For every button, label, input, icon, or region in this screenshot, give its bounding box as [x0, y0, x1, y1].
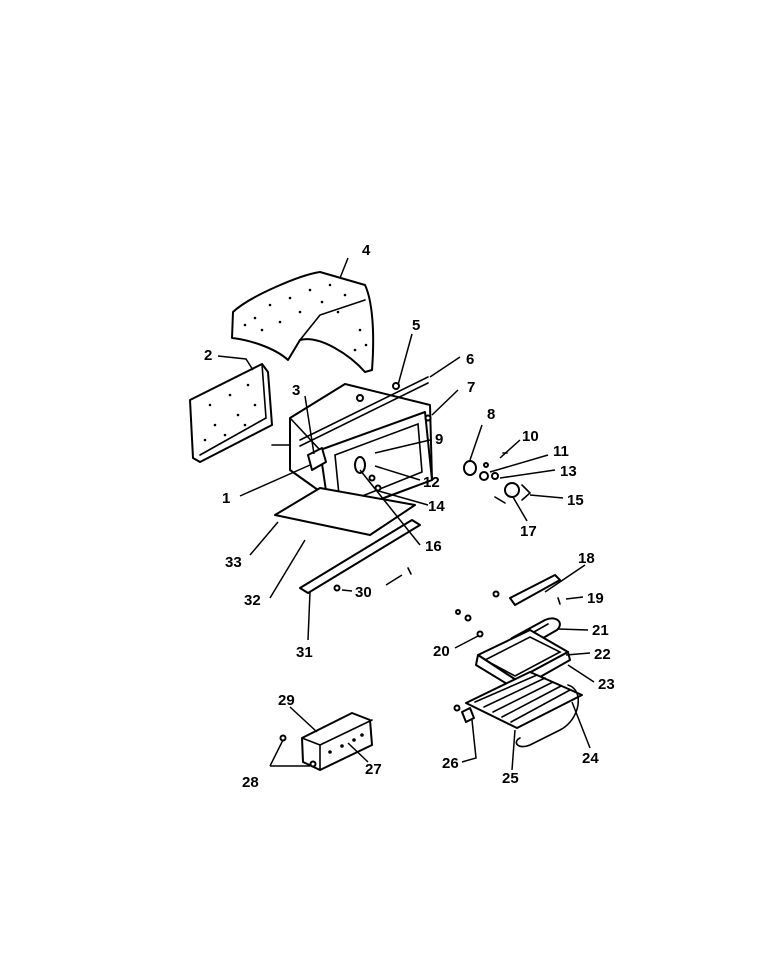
- screw-part-20: [476, 630, 484, 638]
- fastener-part-7: [424, 414, 432, 422]
- callout-20: 20: [433, 643, 450, 660]
- insulation-side-part: [189, 363, 273, 463]
- callout-30: 30: [355, 584, 372, 601]
- callout-3: 3: [292, 382, 300, 399]
- screw-part-28: [279, 734, 287, 742]
- callout-4: 4: [362, 242, 371, 259]
- terminal-part-26: [461, 707, 475, 723]
- callout-28: 28: [242, 774, 259, 791]
- callout-22: 22: [594, 646, 611, 663]
- callout-10: 10: [522, 428, 539, 445]
- callout-24: 24: [582, 750, 599, 767]
- callout-16: 16: [425, 538, 442, 555]
- insulation-top-part: [231, 271, 375, 373]
- callout-12: 12: [423, 474, 440, 491]
- callout-23: 23: [598, 676, 615, 693]
- broiler-grid-part: [465, 671, 583, 729]
- screw-part-30: [333, 584, 341, 592]
- callout-15: 15: [567, 492, 584, 509]
- terminal-block-part: [301, 712, 373, 771]
- callout-19: 19: [587, 590, 604, 607]
- callout-1: 1: [222, 490, 230, 507]
- callout-32: 32: [244, 592, 261, 609]
- callout-13: 13: [560, 463, 577, 480]
- callout-11: 11: [553, 443, 569, 460]
- element-terminal-part: [354, 456, 366, 474]
- callout-31: 31: [296, 644, 313, 661]
- callout-17: 17: [520, 523, 537, 540]
- callout-21: 21: [592, 622, 609, 639]
- bottom-panel-part: [274, 487, 416, 536]
- callout-9: 9: [435, 431, 443, 448]
- callout-5: 5: [412, 317, 420, 334]
- trim-strip-part: [299, 519, 421, 594]
- callout-27: 27: [365, 761, 382, 778]
- callout-18: 18: [578, 550, 595, 567]
- leader-lines: [217, 257, 595, 771]
- callout-6: 6: [466, 351, 474, 368]
- callout-2: 2: [204, 347, 212, 364]
- rod-part: [299, 376, 429, 441]
- callout-26: 26: [442, 755, 459, 772]
- callout-29: 29: [278, 692, 295, 709]
- bake-element-part: [515, 684, 580, 748]
- callout-33: 33: [225, 554, 242, 571]
- switch-assembly-parts: [463, 452, 532, 504]
- callout-8: 8: [487, 406, 495, 423]
- callout-25: 25: [502, 770, 519, 787]
- broil-bracket-part: [509, 574, 561, 606]
- bracket-part-3: [307, 447, 327, 471]
- callout-7: 7: [467, 379, 475, 396]
- clip-part-30: [407, 567, 412, 575]
- callout-labels: 4 2 3 5 6 7 1 9 12 14 16 33 32 30 31 8 1…: [204, 242, 615, 791]
- callout-14: 14: [428, 498, 445, 515]
